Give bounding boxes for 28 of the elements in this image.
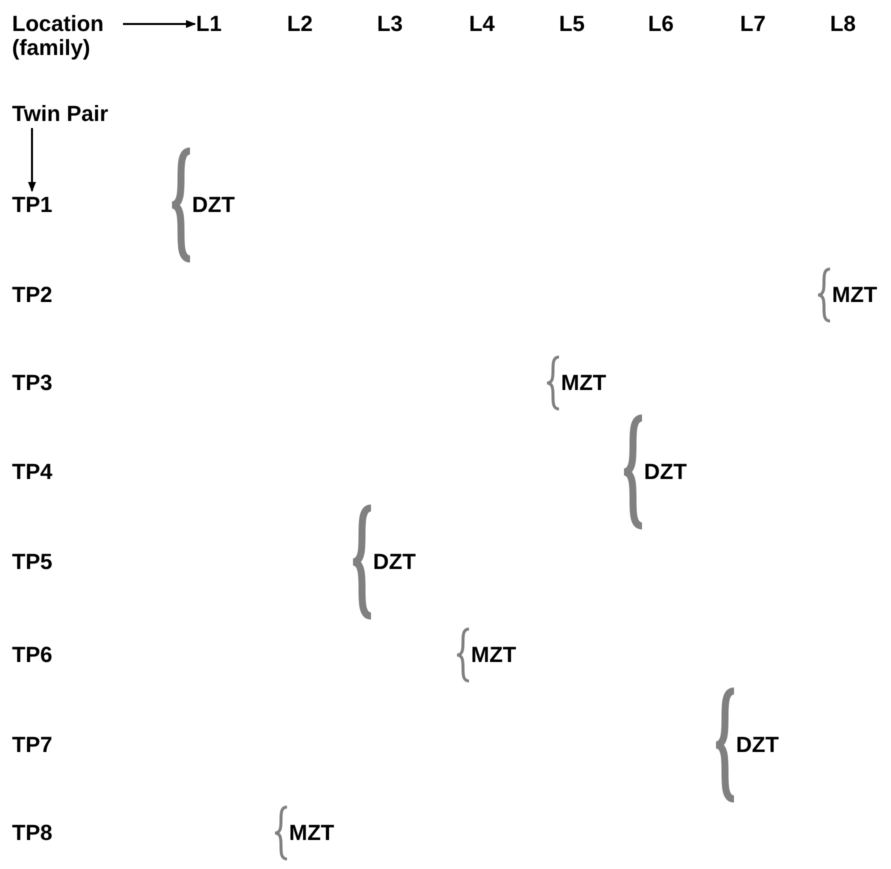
twin-type-label: DZT xyxy=(644,460,687,484)
row-label: TP2 xyxy=(12,283,52,307)
row-label: TP6 xyxy=(12,643,52,667)
axis-heading: Twin Pair xyxy=(12,102,162,126)
arrow xyxy=(28,128,36,192)
axis-heading: Location (family) xyxy=(12,12,122,60)
column-label: L4 xyxy=(469,12,495,36)
row-label: TP7 xyxy=(12,733,52,757)
arrow xyxy=(123,20,196,28)
column-label: L3 xyxy=(377,12,403,36)
twin-type-label: DZT xyxy=(192,193,235,217)
row-label: TP3 xyxy=(12,371,52,395)
twin-type-label: MZT xyxy=(471,643,516,667)
column-label: L2 xyxy=(287,12,313,36)
column-label: L8 xyxy=(830,12,856,36)
twin-type-label: DZT xyxy=(373,550,416,574)
column-label: L1 xyxy=(196,12,222,36)
row-label: TP8 xyxy=(12,821,52,845)
column-label: L6 xyxy=(648,12,674,36)
row-label: TP5 xyxy=(12,550,52,574)
twin-type-label: MZT xyxy=(561,371,606,395)
row-label: TP1 xyxy=(12,193,52,217)
twin-type-label: MZT xyxy=(832,283,878,307)
column-label: L5 xyxy=(559,12,585,36)
row-label: TP4 xyxy=(12,460,52,484)
twin-type-label: MZT xyxy=(289,821,334,845)
column-label: L7 xyxy=(740,12,766,36)
twin-type-label: DZT xyxy=(736,733,779,757)
